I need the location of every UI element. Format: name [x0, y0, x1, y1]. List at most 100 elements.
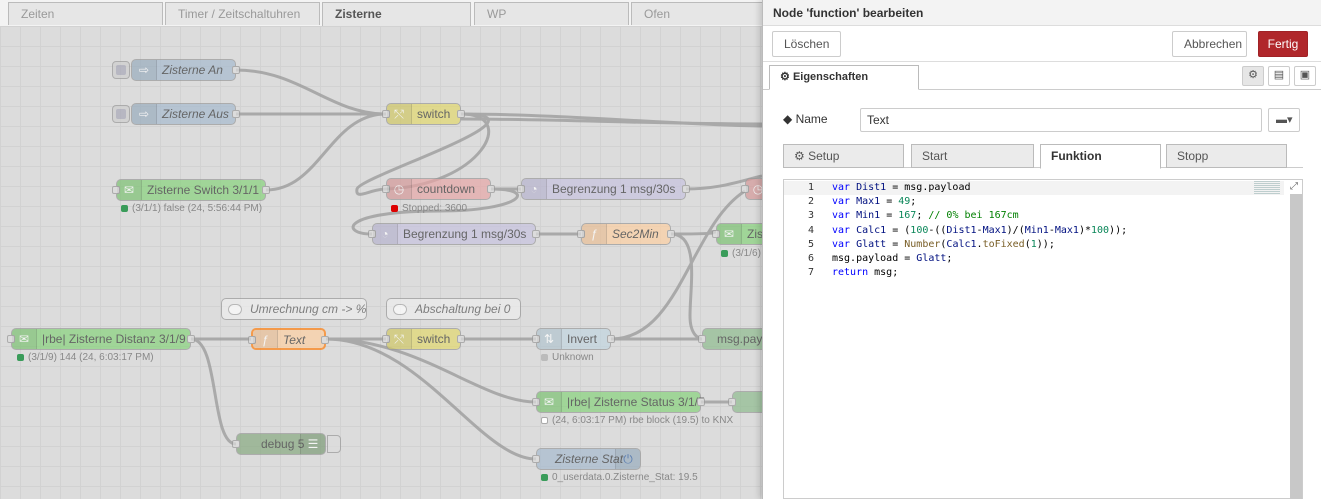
tab-stopp[interactable]: Stopp	[1166, 144, 1287, 168]
input-port[interactable]	[112, 186, 120, 194]
knx-icon: ✉	[537, 392, 562, 412]
status-text: 0_userdata.0.Zisterne_Stat: 19.5	[552, 472, 698, 483]
description-tab-button[interactable]: ▤	[1268, 66, 1290, 86]
debug-node-5[interactable]: debug 5 ☰	[232, 433, 341, 455]
knx-node-zisterne-switch[interactable]: ✉ Zisterne Switch 3/1/1	[112, 179, 270, 201]
appearance-tab-button[interactable]: ▣	[1294, 66, 1316, 86]
output-port[interactable]	[321, 336, 329, 344]
input-port[interactable]	[532, 398, 540, 406]
output-port[interactable]	[667, 230, 675, 238]
expand-icon[interactable]: ⤢	[1290, 181, 1298, 192]
node-label: Begrenzung 1 msg/30s	[552, 182, 676, 196]
library-button[interactable]: ▬▾	[1268, 108, 1300, 132]
done-button[interactable]: Fertig	[1258, 31, 1308, 57]
comment-node-umrechnung[interactable]: Umrechnung cm -> %	[221, 298, 367, 320]
editor-scrollbar[interactable]	[1290, 194, 1302, 499]
invert-node[interactable]: ⇅ Invert	[532, 328, 615, 350]
inject-button[interactable]	[112, 61, 130, 79]
tab-zisterne[interactable]: Zisterne	[322, 2, 471, 26]
inject-node-zisterne-an[interactable]: ⇨ Zisterne An	[112, 59, 240, 81]
knx-node-zisterne-status[interactable]: ✉ |rbe| Zisterne Status 3/1/7	[532, 391, 705, 413]
output-port[interactable]	[532, 230, 540, 238]
tab-wp[interactable]: WP	[474, 2, 629, 25]
tab-properties[interactable]: ⚙ Eigenschaften	[769, 65, 919, 90]
input-port[interactable]	[232, 440, 240, 448]
delay-node-begrenzung-2[interactable]: ◔ Begrenzung 1 msg/30s	[368, 223, 540, 245]
input-port[interactable]	[368, 230, 376, 238]
tab-start[interactable]: Start	[911, 144, 1034, 168]
countdown-node[interactable]: ◷ countdown	[382, 178, 495, 200]
name-label-text: Name	[795, 112, 828, 126]
output-port[interactable]	[487, 185, 495, 193]
debug-toggle-button[interactable]	[327, 435, 341, 453]
output-port[interactable]	[697, 398, 705, 406]
tray-header: Node 'function' bearbeiten	[763, 0, 1321, 26]
input-port[interactable]	[532, 455, 540, 463]
input-port[interactable]	[577, 230, 585, 238]
input-port[interactable]	[517, 185, 525, 193]
code-minimap[interactable]	[1254, 181, 1280, 195]
input-port[interactable]	[382, 335, 390, 343]
input-port[interactable]	[382, 110, 390, 118]
tab-ofen[interactable]: Ofen	[631, 2, 762, 25]
debug-node-msg-payload[interactable]: msg.payl	[698, 328, 762, 350]
tab-zeiten[interactable]: Zeiten	[8, 2, 163, 25]
tab-funktion[interactable]: Funktion	[1040, 144, 1161, 169]
input-port[interactable]	[382, 185, 390, 193]
status-dot	[541, 474, 548, 481]
switch-node-1[interactable]: ⤲ switch	[382, 103, 465, 125]
gear-icon: ⚙	[794, 149, 805, 163]
input-port[interactable]	[532, 335, 540, 343]
function-node-sec2min[interactable]: ƒ Sec2Min	[577, 223, 675, 245]
delay-node-begrenzung-1[interactable]: ◔ Begrenzung 1 msg/30s	[517, 178, 690, 200]
inject-button[interactable]	[112, 105, 130, 123]
output-port[interactable]	[457, 335, 465, 343]
output-port[interactable]	[232, 66, 240, 74]
output-port[interactable]	[262, 186, 270, 194]
comment-node-abschaltung[interactable]: Abschaltung bei 0	[386, 298, 521, 320]
tab-timer[interactable]: Timer / Zeitschaltuhren	[165, 2, 320, 25]
tab-setup[interactable]: ⚙ Setup	[783, 144, 904, 168]
status-text: Unknown	[552, 352, 594, 363]
node-label: Zist	[747, 227, 762, 241]
node-partial[interactable]	[728, 391, 762, 413]
node-label: msg.payl	[717, 332, 762, 346]
line-number: 1	[807, 182, 814, 193]
countdown-node-partial[interactable]: ◷	[741, 178, 762, 200]
output-port[interactable]	[187, 335, 195, 343]
node-label: Sec2Min	[612, 227, 659, 241]
delete-button[interactable]: Löschen	[772, 31, 842, 57]
input-port[interactable]	[741, 185, 749, 193]
output-port[interactable]	[682, 185, 690, 193]
knx-node-zist[interactable]: ✉ Zist	[712, 223, 762, 245]
line-number: 6	[807, 252, 814, 264]
name-input[interactable]	[860, 108, 1262, 132]
function-node-text[interactable]: ƒ Text	[248, 328, 329, 350]
input-port[interactable]	[728, 398, 736, 406]
settings-tab-button[interactable]: ⚙	[1242, 66, 1264, 86]
output-port[interactable]	[457, 110, 465, 118]
cancel-button[interactable]: Abbrechen	[1172, 31, 1247, 57]
output-port[interactable]	[232, 110, 240, 118]
switch-node-2[interactable]: ⤲ switch	[382, 328, 465, 350]
output-port[interactable]	[607, 335, 615, 343]
inject-node-zisterne-aus[interactable]: ⇨ Zisterne Aus	[112, 103, 240, 125]
comment-icon	[228, 304, 242, 315]
input-port[interactable]	[7, 335, 15, 343]
iobroker-node-zisterne-stat[interactable]: Zisterne Stat ⏻	[532, 448, 641, 470]
node-label: Text	[283, 333, 306, 347]
input-port[interactable]	[712, 230, 720, 238]
flow-canvas[interactable]: ⇨ Zisterne An ⇨ Zisterne Aus ⤲ switch ✉ …	[0, 26, 762, 499]
input-port[interactable]	[698, 335, 706, 343]
tab-label: Eigenschaften	[792, 71, 869, 83]
knx-node-zisterne-distanz[interactable]: ✉ |rbe| Zisterne Distanz 3/1/9	[7, 328, 195, 350]
input-port[interactable]	[248, 336, 256, 344]
